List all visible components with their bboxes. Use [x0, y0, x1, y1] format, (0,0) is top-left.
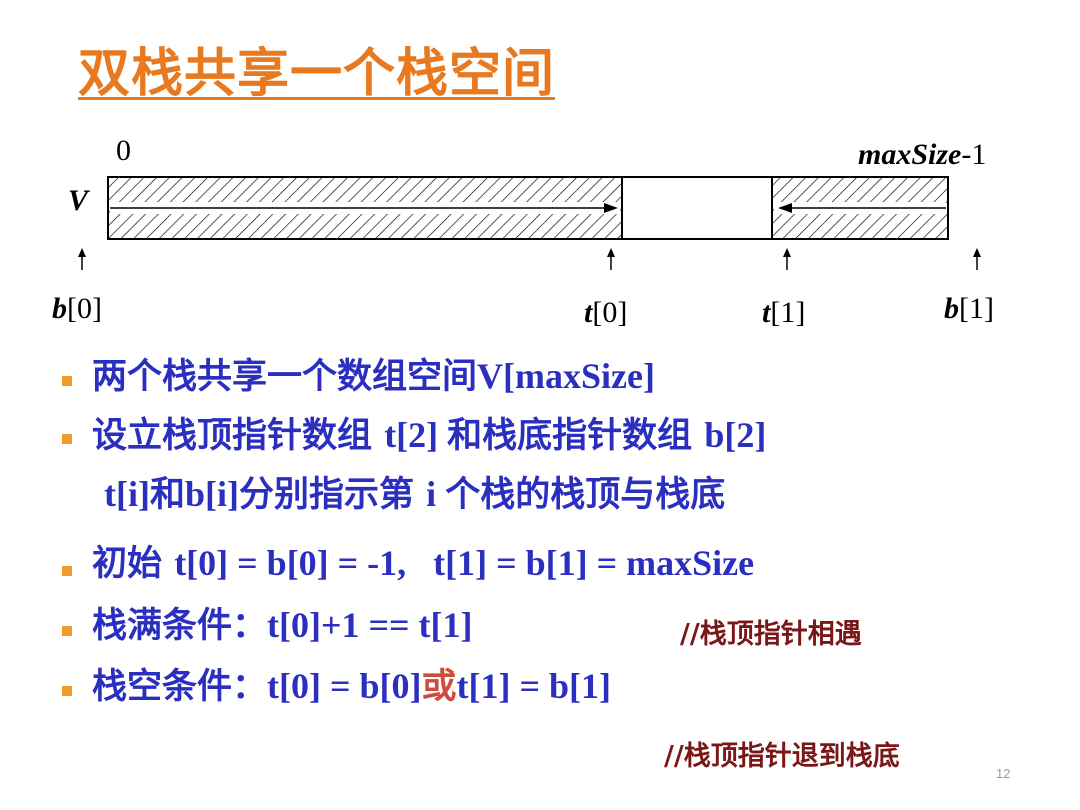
bullet-3-code: t[i] — [104, 474, 150, 514]
bullet-3-text: 分别指示第 — [238, 475, 427, 515]
bullet-3-text: 和 — [149, 475, 185, 515]
bullet-6-code: t[0] = b[0] — [267, 666, 422, 706]
stack0-arrowhead — [604, 203, 618, 213]
bullet-4-code: t[0] = b[0] = -1, t[1] = b[1] = maxSize — [174, 543, 755, 583]
bullet-2-code: t[2] — [384, 415, 448, 455]
bullet-5: 栈满条件：t[0]+1 == t[1] — [92, 603, 473, 648]
bullet-2-text: 设立栈顶指针数组 — [92, 416, 385, 456]
t0-label: t[0] — [584, 296, 627, 329]
bullet-5-text: 栈满条件： — [92, 606, 268, 646]
bullet-4-text: 初始 — [92, 544, 175, 584]
array-name-label: V — [68, 184, 91, 217]
bullet-marker — [62, 566, 72, 576]
bullet-4: 初始 t[0] = b[0] = -1, t[1] = b[1] = maxSi… — [92, 541, 754, 586]
bullet-marker — [62, 434, 72, 444]
bullet-5-code: t[0]+1 == t[1] — [267, 605, 473, 645]
bullet-6-emphasis: 或 — [421, 667, 457, 707]
shared-stack-diagram: 0 maxSize-1 V b[0] t[0] t[1] b[1] — [52, 134, 994, 329]
page-number: 12 — [996, 766, 1011, 781]
b0-label: b[0] — [52, 292, 102, 325]
index-end-label: maxSize-1 — [858, 138, 986, 171]
t1-label: t[1] — [762, 296, 805, 329]
bullet-3-text: 个栈的栈顶与栈底 — [445, 475, 726, 515]
bullet-marker — [62, 376, 72, 386]
bullet-3-code: b[i] — [184, 474, 239, 514]
bullet-1-text: 两个栈共享一个数组空间 — [92, 357, 478, 397]
bullet-marker — [62, 626, 72, 636]
bullet-marker — [62, 686, 72, 696]
bullet-6-text: 栈空条件： — [92, 667, 268, 707]
bullet-3-code: i — [426, 474, 446, 514]
b1-label: b[1] — [944, 292, 994, 325]
slide-title: 双栈共享一个栈空间 — [78, 44, 556, 104]
bullet-1-code: V[maxSize] — [477, 356, 655, 396]
index-start-label: 0 — [116, 134, 131, 167]
bullet-2-continuation: t[i]和b[i]分别指示第 i 个栈的栈顶与栈底 — [104, 472, 725, 517]
bullet-5-comment: //栈顶指针相遇 — [680, 619, 862, 650]
bullet-1: 两个栈共享一个数组空间V[maxSize] — [92, 354, 655, 399]
bullet-6: 栈空条件：t[0] = b[0]或t[1] = b[1] — [92, 664, 611, 709]
pointer-arrows — [78, 248, 981, 270]
bullet-6-comment: //栈顶指针退到栈底 — [664, 741, 900, 772]
stack1-arrowhead — [778, 203, 792, 213]
bullet-6-code: t[1] = b[1] — [456, 666, 611, 706]
bullet-2: 设立栈顶指针数组 t[2] 和栈底指针数组 b[2] — [92, 413, 766, 458]
bullet-2-code: b[2] — [704, 415, 767, 455]
bullet-2-text: 和栈底指针数组 — [447, 416, 705, 456]
